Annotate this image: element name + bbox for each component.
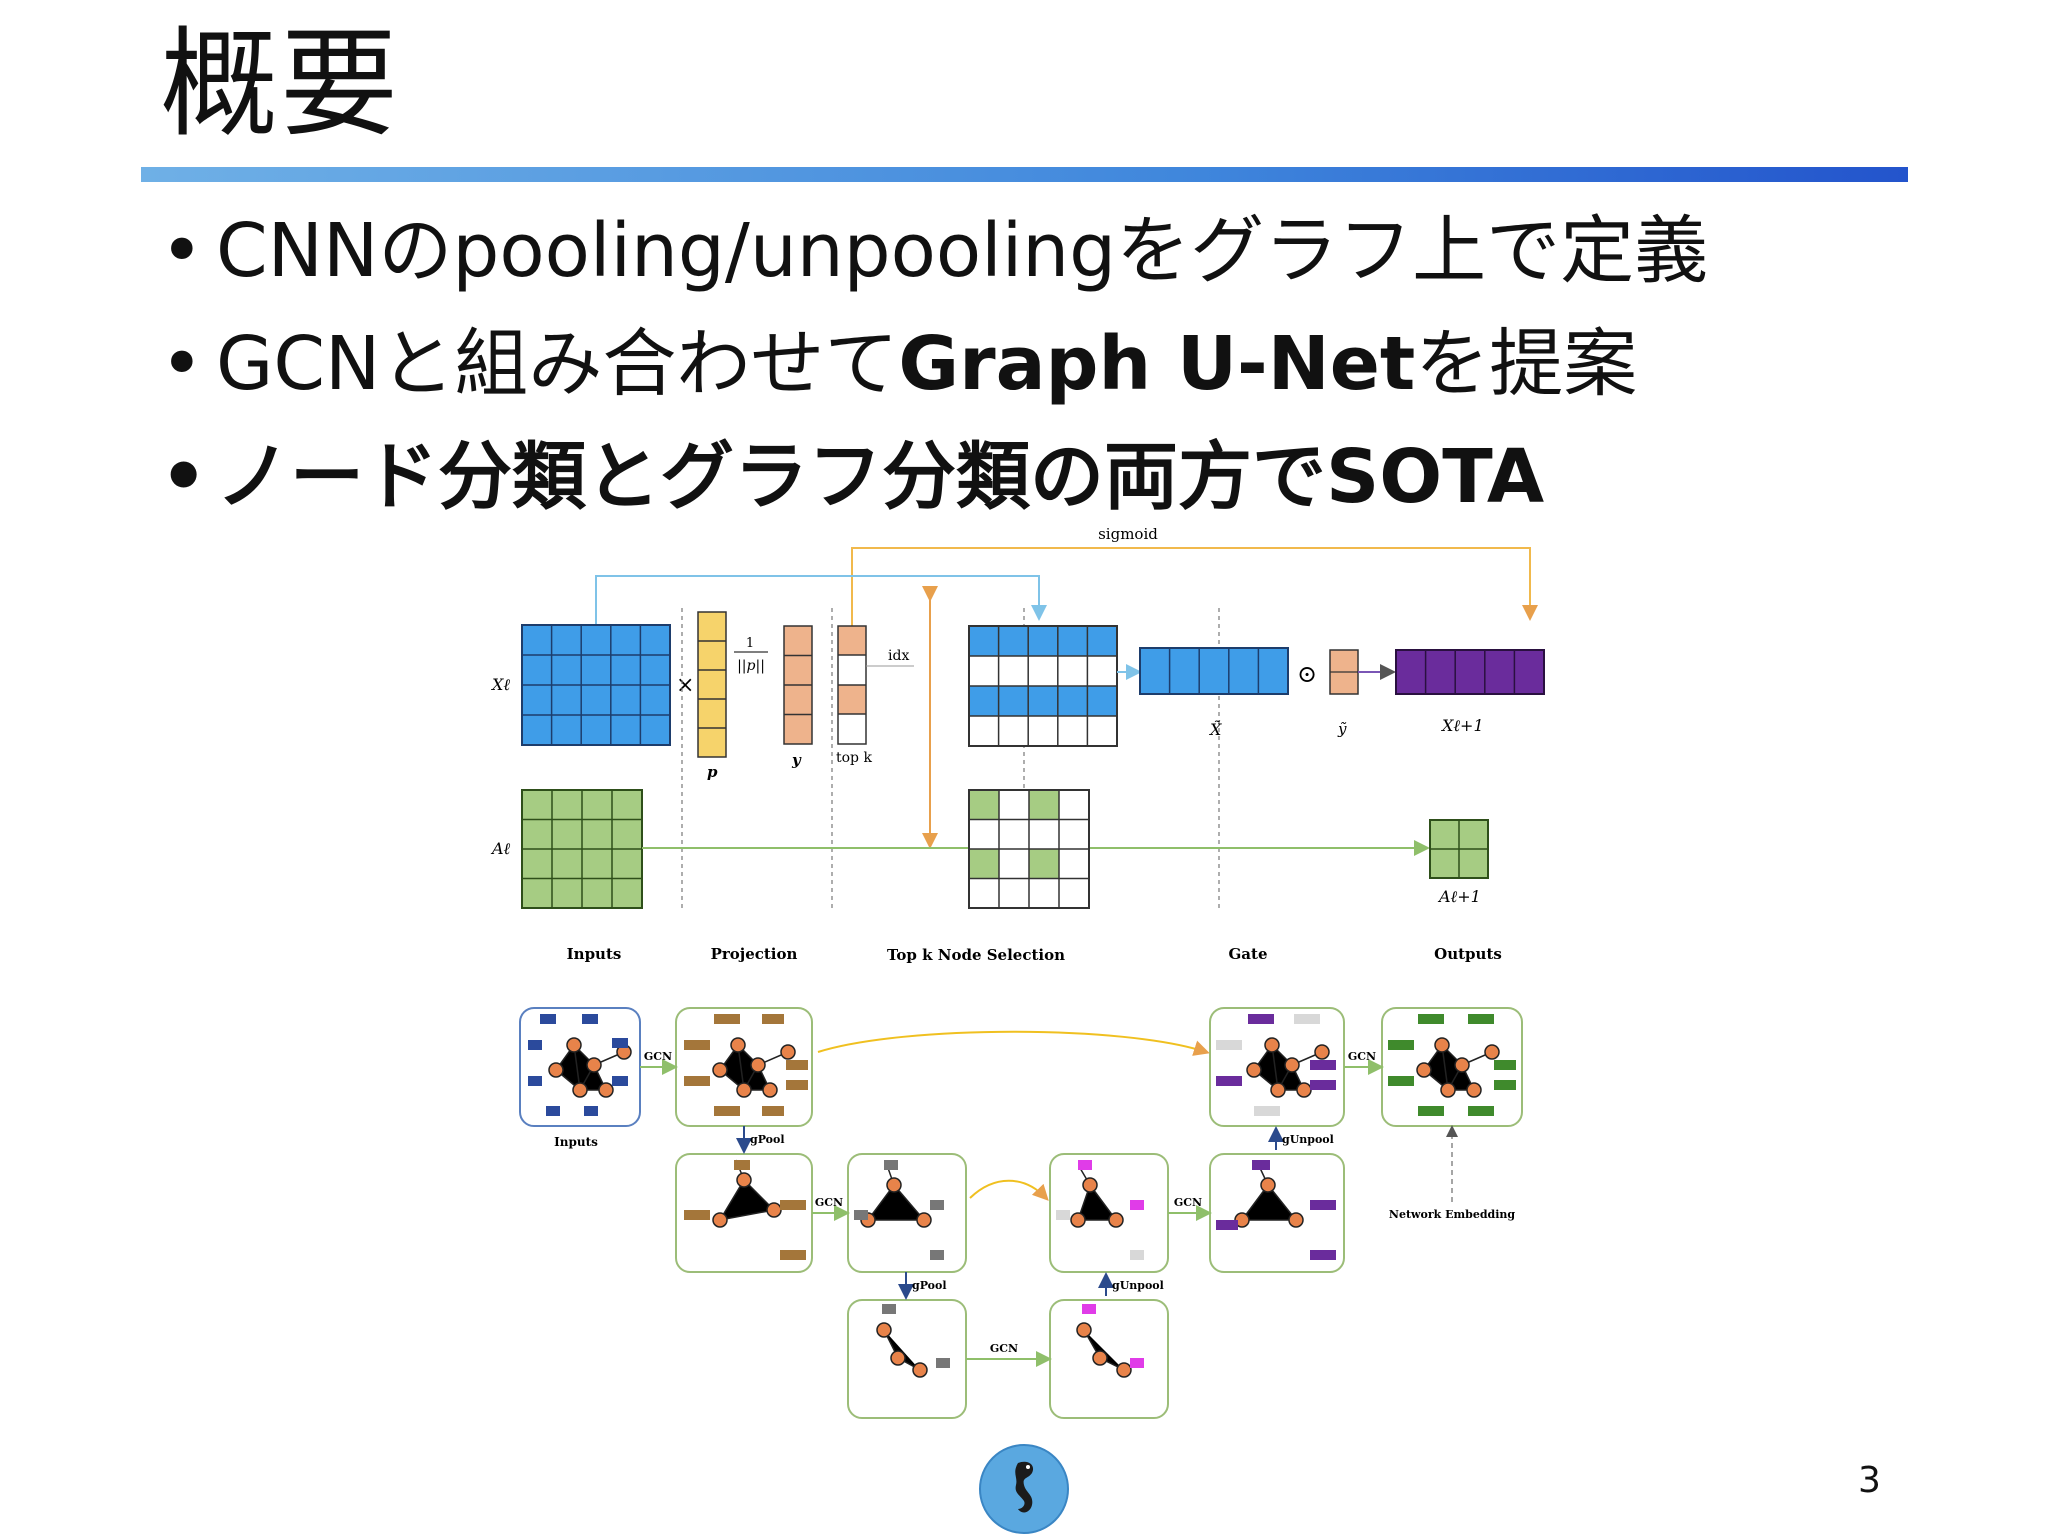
odot-symbol: ⊙ — [1297, 660, 1317, 688]
y-tilde-label: ỹ — [1337, 720, 1347, 738]
section-label-outputs: Outputs — [1434, 945, 1502, 963]
sigmoid-arrow — [851, 547, 1538, 627]
sigmoid-label: sigmoid — [1098, 525, 1158, 543]
feature-blocks-light — [1056, 1014, 1320, 1260]
inputs-graph-label: Inputs — [554, 1135, 598, 1149]
section-label-topk: Top k Node Selection — [887, 946, 1065, 964]
feature-blocks-magenta — [1078, 1160, 1144, 1368]
section-label-gate: Gate — [1228, 945, 1267, 963]
page-number: 3 — [1858, 1460, 1881, 1501]
y-tilde-vector — [1329, 649, 1359, 695]
selected-a-matrix — [968, 789, 1090, 909]
bullet-item: •CNNのpooling/unpoolingをグラフ上で定義 — [160, 208, 1709, 294]
bullet-emphasis: Graph U-Net — [898, 321, 1416, 407]
x-input-matrix — [521, 624, 671, 746]
idx-label: idx — [888, 648, 909, 664]
p-vector — [697, 611, 727, 758]
a-label: Aℓ — [490, 839, 511, 858]
graph-drawing — [555, 1043, 1493, 1371]
slide-title: 概要 — [160, 15, 401, 153]
bullet-list: •CNNのpooling/unpoolingをグラフ上で定義 •GCNと組み合わ… — [160, 195, 1708, 534]
a-output-label: Aℓ+1 — [1437, 887, 1481, 906]
x-output-matrix — [1395, 649, 1545, 695]
x-tilde-matrix — [1139, 647, 1289, 695]
topk-vector — [837, 625, 867, 745]
frac-numerator: 1 — [746, 636, 754, 651]
topk-label: top k — [836, 750, 872, 766]
a-output-matrix — [1429, 819, 1489, 879]
gcn-label: GCN — [990, 1342, 1018, 1355]
title-underline — [141, 167, 1908, 182]
skip-arrow — [595, 575, 1047, 625]
section-label-inputs: Inputs — [567, 945, 622, 963]
a-input-matrix — [521, 789, 643, 909]
gcn-label: GCN — [815, 1196, 843, 1209]
gunpool-label: gUnpool — [1112, 1279, 1164, 1292]
network-embedding-label: Network Embedding — [1389, 1208, 1515, 1221]
gpool-label: gPool — [912, 1279, 947, 1292]
x-tilde-label: X̃ — [1208, 720, 1222, 739]
seahorse-icon — [978, 1443, 1070, 1535]
feature-blocks-blue — [528, 1014, 628, 1116]
graph-unet-figure: sigmoid Xℓ × p 1 ||p|| y — [484, 520, 1564, 1430]
bullet-item: •GCNと組み合わせてGraph U-Netを提案 — [160, 321, 1638, 407]
selected-x-matrix — [968, 625, 1118, 747]
feature-blocks-green — [1388, 1014, 1516, 1116]
x-output-label: Xℓ+1 — [1440, 716, 1484, 735]
frac-denominator: ||p|| — [737, 658, 765, 674]
feature-blocks-gray — [854, 1160, 950, 1368]
gpool-label: gPool — [750, 1133, 785, 1146]
gcn-label: GCN — [1174, 1196, 1202, 1209]
graph-nodes — [548, 1037, 1500, 1378]
p-label: p — [707, 763, 718, 781]
unet-graph-boxes — [519, 1007, 1523, 1419]
y-label: y — [791, 751, 802, 769]
gcn-label: GCN — [644, 1050, 672, 1063]
feature-blocks-purple — [1216, 1014, 1336, 1260]
gunpool-label: gUnpool — [1282, 1133, 1334, 1146]
bullet-item: •ノード分類とグラフ分類の両方でSOTA — [160, 434, 1545, 520]
x-label: Xℓ — [490, 675, 510, 694]
section-label-projection: Projection — [711, 945, 798, 963]
gcn-label: GCN — [1348, 1050, 1376, 1063]
flow-arrows — [640, 1030, 1458, 1367]
y-vector — [783, 625, 813, 745]
feature-blocks-brown — [684, 1014, 808, 1260]
times-symbol: × — [676, 673, 694, 698]
